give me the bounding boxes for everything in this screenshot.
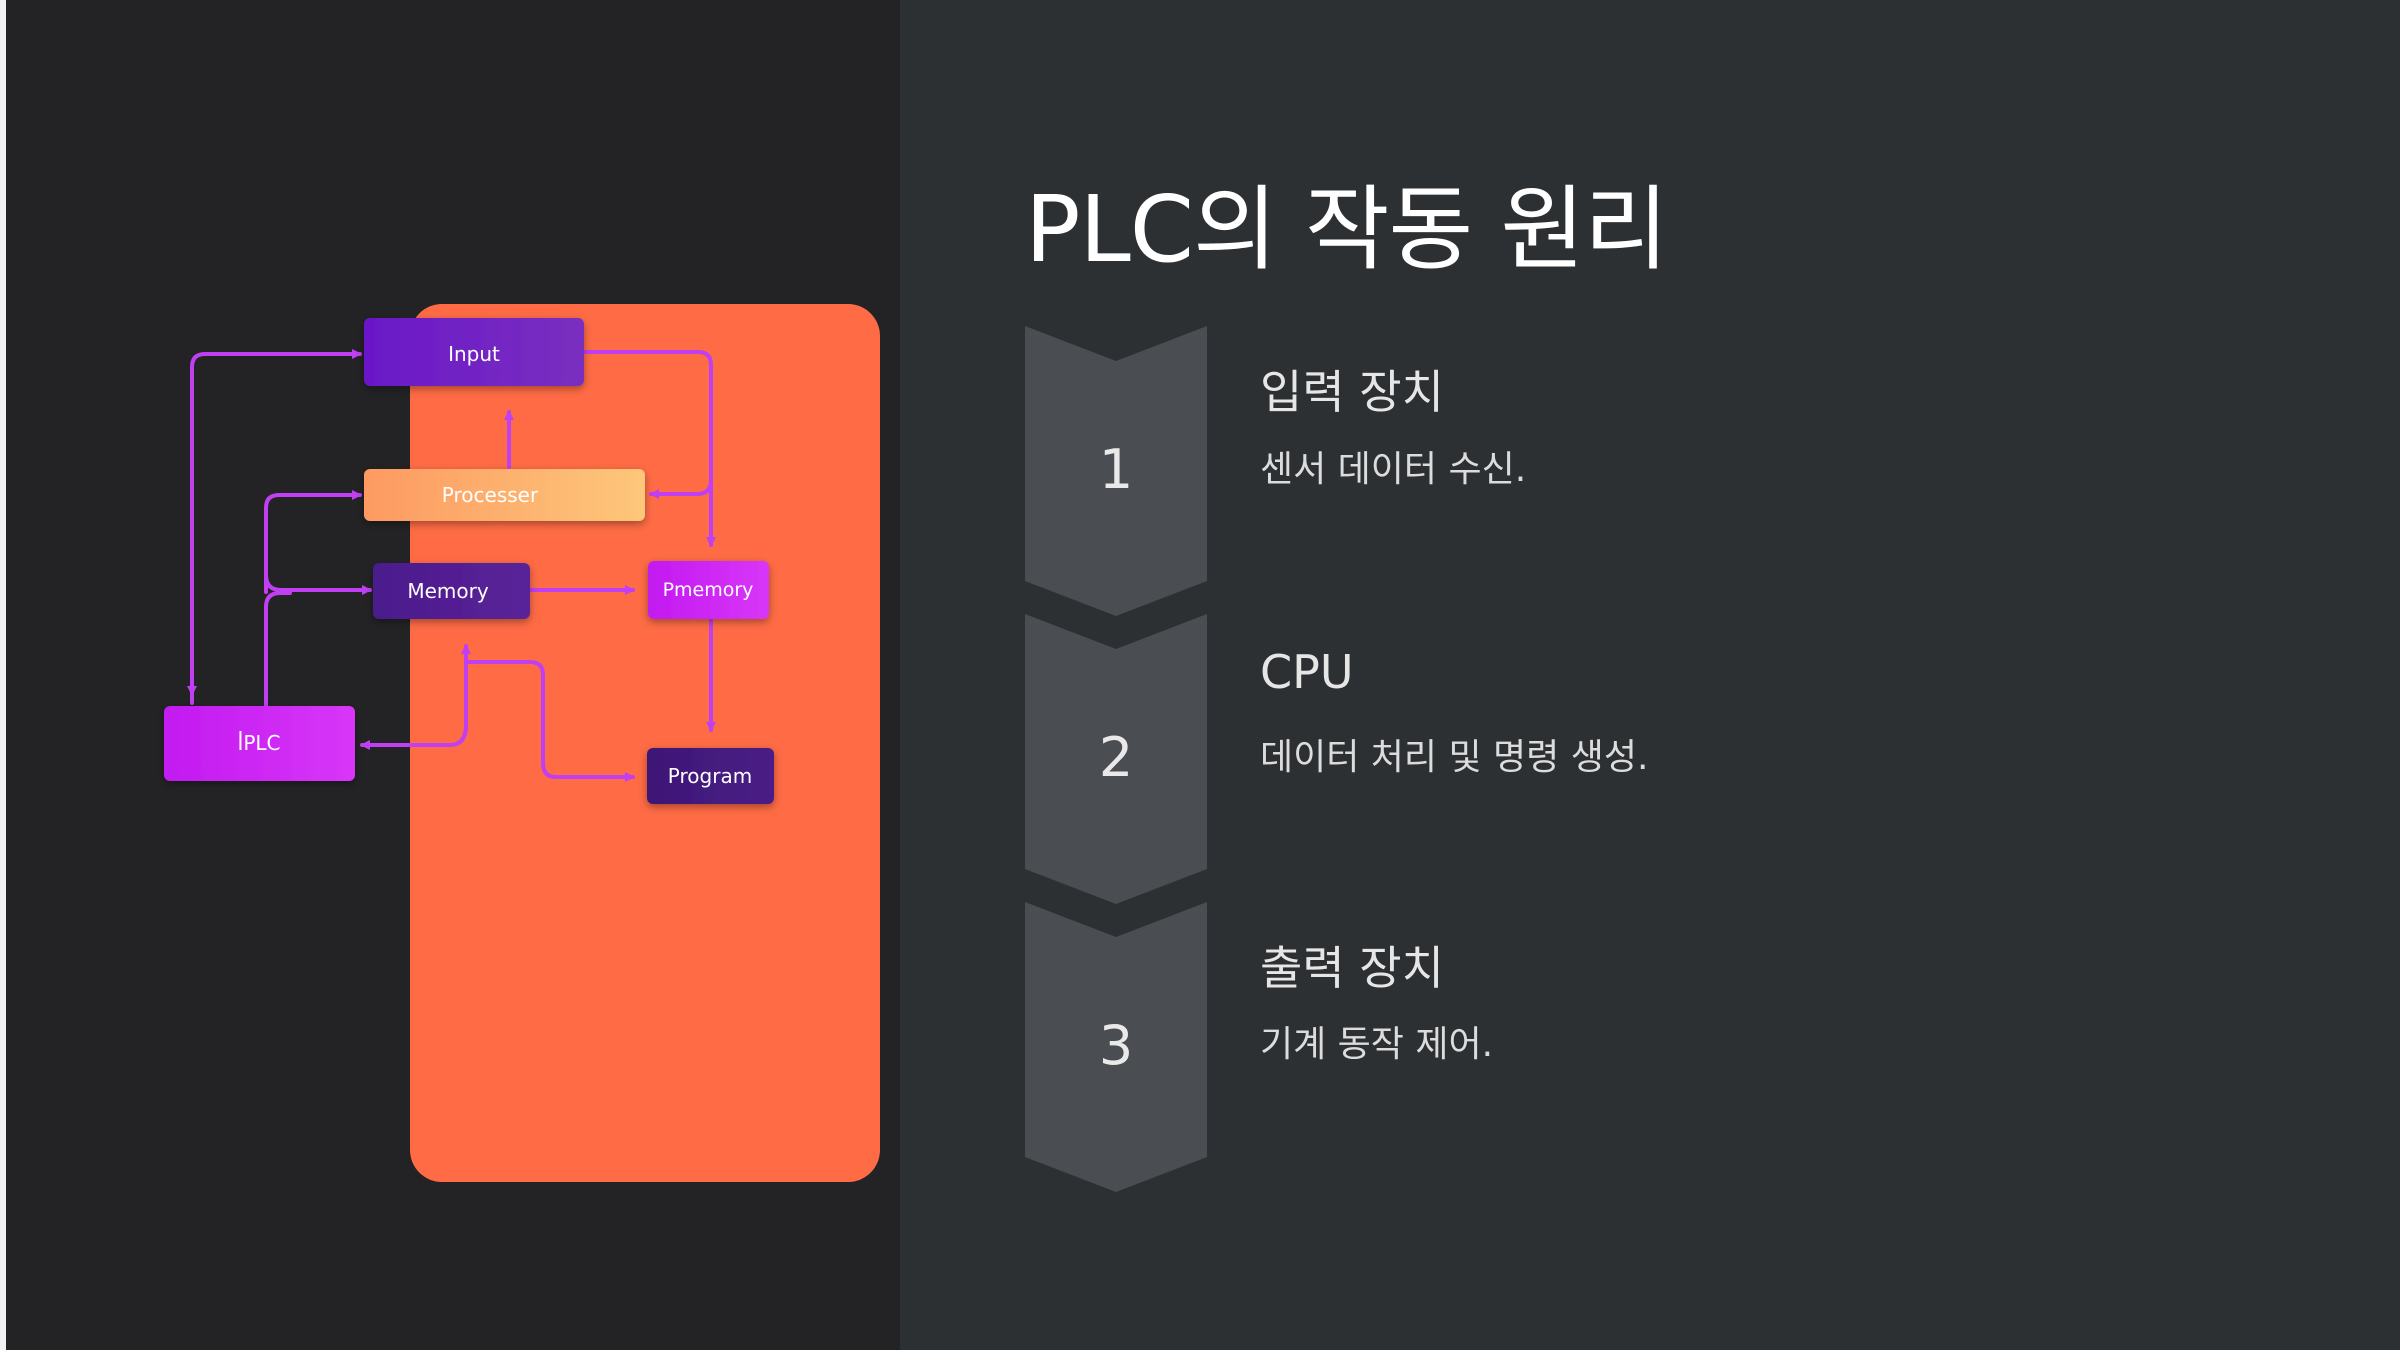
chevron-shape-icon <box>1025 614 1207 904</box>
node-memory: Memory <box>373 563 530 619</box>
step-2-number: 2 <box>1098 726 1134 789</box>
connector-loop-plc-input <box>190 349 362 705</box>
step-1-number: 1 <box>1098 438 1134 501</box>
step-2-title: CPU <box>1260 645 1354 699</box>
connector-input-pmemory <box>580 350 716 547</box>
node-processer: Processer <box>364 469 645 521</box>
chevron-shape-icon <box>1025 326 1207 616</box>
connector-memory-program <box>464 660 635 782</box>
connector-right-processer <box>649 478 713 499</box>
node-program-label: Program <box>668 764 752 788</box>
plc-block-diagram: Input Processer Memory Pmemory ꟾPLC Prog… <box>164 304 880 1182</box>
step-1-desc: 센서 데이터 수신. <box>1260 449 1527 490</box>
diagram-connectors <box>187 349 716 782</box>
node-pmemory-label: Pmemory <box>663 579 754 601</box>
step-2-desc: 데이터 처리 및 명령 생성. <box>1260 737 1649 778</box>
node-plc: ꟾPLC <box>164 706 355 781</box>
node-program: Program <box>647 748 774 804</box>
connector-branch-memory <box>264 573 372 595</box>
node-memory-label: Memory <box>407 579 489 603</box>
step-3-chevron: 3 <box>1025 902 1207 1192</box>
connector-memory-plc <box>360 723 468 750</box>
orange-backdrop <box>410 304 880 1182</box>
left-edge-strip <box>0 0 6 1350</box>
step-1-chevron: 1 <box>1025 326 1207 616</box>
step-1-title: 입력 장치 <box>1260 365 1444 419</box>
node-input: Input <box>364 318 584 386</box>
node-input-label: Input <box>448 342 500 366</box>
step-3-title: 출력 장치 <box>1260 941 1444 995</box>
node-pmemory: Pmemory <box>648 561 769 619</box>
node-processer-label: Processer <box>442 483 539 507</box>
chevron-shape-icon <box>1025 902 1207 1192</box>
connector-branch-processer <box>264 490 362 594</box>
step-3-number: 3 <box>1098 1014 1134 1077</box>
step-2-chevron: 2 <box>1025 614 1207 904</box>
step-3-desc: 기계 동작 제어. <box>1260 1024 1494 1065</box>
slide-title: PLC의 작동 원리 <box>1025 176 1669 283</box>
node-plc-label: ꟾPLC <box>237 731 280 755</box>
connector-plc-up <box>264 591 292 709</box>
